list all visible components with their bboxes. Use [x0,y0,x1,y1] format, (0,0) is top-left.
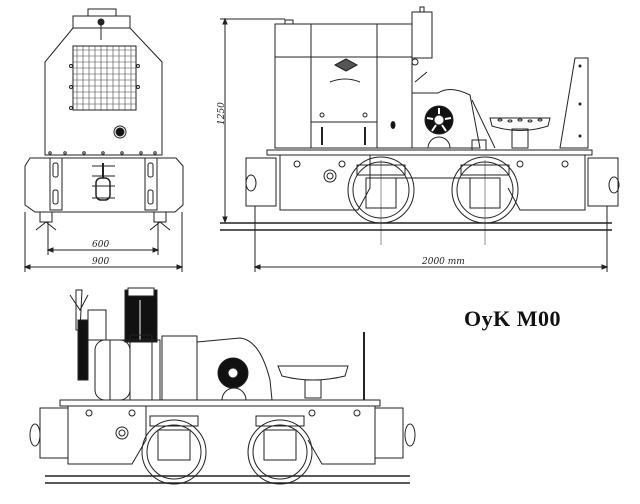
locomotive-model-title: OyK M00 [464,306,561,331]
side-view-drawing: 1250 2000 mm [210,0,640,280]
front-view-drawing: 600 900 [0,0,210,280]
front-width-dimension: 900 [92,257,109,267]
side-length-dimension: 2000 mm [421,257,465,267]
side-height-dimension: 1250 [217,102,227,125]
perspective-view-drawing [0,280,440,504]
front-gauge-dimension: 600 [92,240,109,250]
